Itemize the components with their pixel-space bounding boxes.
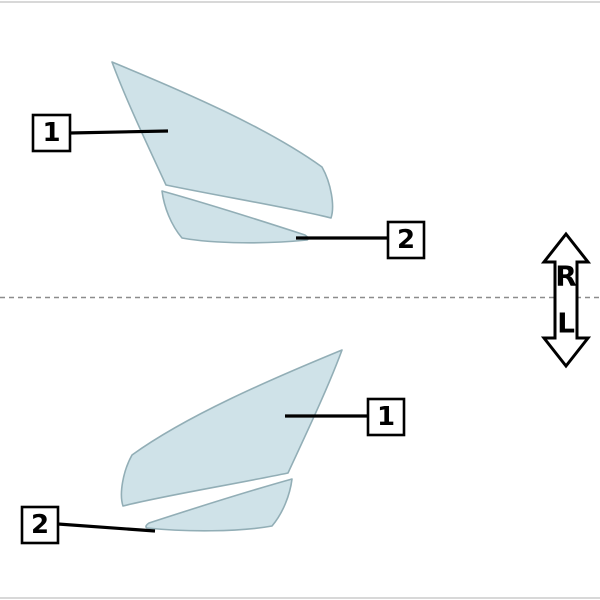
left-side-parts-group xyxy=(120,349,343,532)
callout-label-top-part2: 2 xyxy=(397,225,415,255)
right-left-direction-indicator: R L xyxy=(540,231,592,369)
part-2-shape-right xyxy=(161,190,309,244)
callout-box-top-part2 xyxy=(386,220,426,260)
double-arrow-icon xyxy=(540,231,592,369)
callout-label-bottom-part1: 1 xyxy=(377,402,395,432)
callout-label-bottom-part2: 2 xyxy=(31,510,49,540)
right-side-parts-group xyxy=(111,61,334,244)
callout-label-top-part1: 1 xyxy=(42,118,60,148)
leader-line-bottom-part2 xyxy=(57,522,156,533)
callout-top-part1: 1 xyxy=(31,113,72,153)
left-side-letter: L xyxy=(557,307,575,340)
callout-box-bottom-part1 xyxy=(366,397,406,437)
callout-box-top-part1 xyxy=(31,113,72,153)
right-side-letter: R xyxy=(555,260,577,293)
part-1-shape-left xyxy=(120,349,343,507)
leader-line-top-part1 xyxy=(69,129,169,135)
part-2-shape-left xyxy=(145,478,293,532)
callout-bottom-part1: 1 xyxy=(366,397,406,437)
part-1-shape-right xyxy=(111,61,334,219)
callout-top-part2: 2 xyxy=(386,220,426,260)
callout-bottom-part2: 2 xyxy=(20,505,60,545)
callout-box-bottom-part2 xyxy=(20,505,60,545)
